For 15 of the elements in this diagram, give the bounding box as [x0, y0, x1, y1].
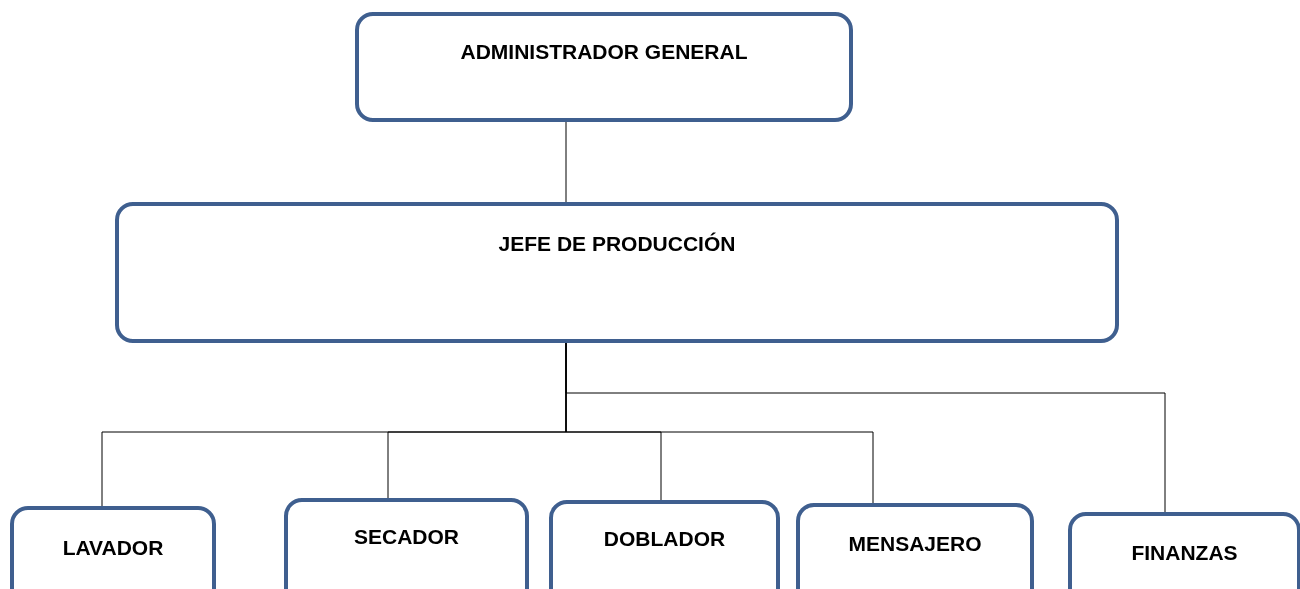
role-title: JEFE DE PRODUCCIÓN — [498, 232, 736, 256]
role-title: MENSAJERO — [848, 532, 982, 556]
org-box — [549, 500, 780, 589]
role-title: DOBLADOR — [603, 527, 726, 551]
org-box — [355, 12, 853, 122]
connector-line — [565, 121, 567, 203]
org-box — [284, 498, 529, 589]
role-title: LAVADOR — [62, 536, 164, 560]
org-box — [115, 202, 1119, 343]
connector-line — [565, 342, 1166, 513]
role-title: FINANZAS — [1131, 541, 1238, 565]
role-title: ADMINISTRADOR GENERAL — [460, 40, 748, 64]
org-box — [796, 503, 1034, 589]
role-title: SECADOR — [354, 525, 459, 549]
org-box — [10, 506, 216, 589]
